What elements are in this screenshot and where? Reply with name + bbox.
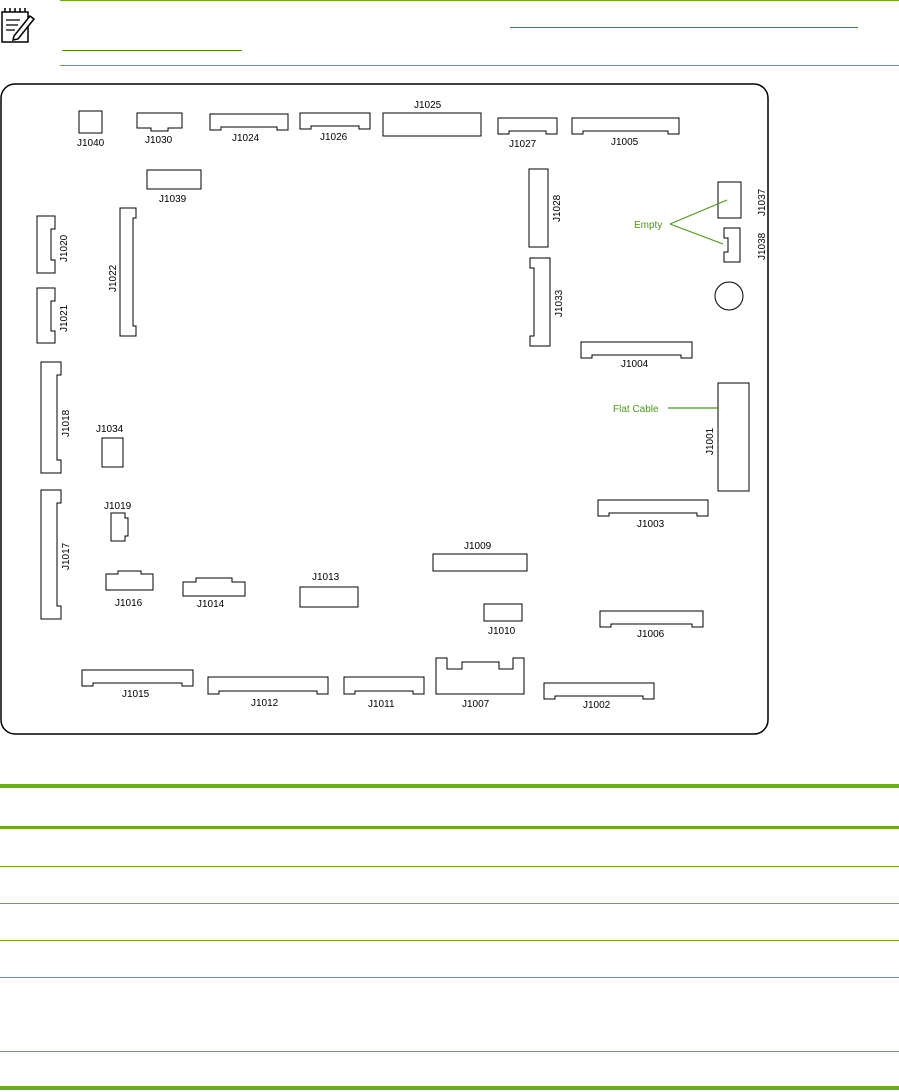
connector-J1004: [580, 341, 693, 359]
connector-J1039: [146, 169, 202, 190]
connector-J1026: [299, 112, 371, 130]
connector-J1013: [299, 586, 359, 608]
connector-J1038: [723, 227, 741, 263]
connector-J1034: [101, 437, 124, 468]
label-J1038: J1038: [757, 232, 768, 260]
note-bottom-rule: [60, 65, 899, 66]
table-row: [0, 977, 899, 978]
label-J1011: J1011: [368, 699, 395, 710]
connector-J1011: [343, 676, 425, 695]
label-J1034: J1034: [96, 424, 124, 435]
connector-J1021: [36, 287, 56, 344]
connector-J1017: [40, 489, 62, 620]
label-J1019: J1019: [104, 501, 132, 512]
label-J1020: J1020: [59, 234, 70, 262]
connector-J1022: [119, 207, 137, 337]
connector-J1009: [432, 553, 528, 572]
connector-J1033: [529, 257, 551, 347]
label-J1040: J1040: [77, 138, 105, 149]
label-J1001: J1001: [705, 427, 716, 455]
connector-J1003: [597, 499, 709, 517]
label-J1039: J1039: [159, 194, 187, 205]
label-J1015: J1015: [122, 689, 150, 700]
connector-J1037: [717, 181, 742, 219]
label-J1017: J1017: [61, 542, 72, 570]
connector-J1016: [105, 570, 154, 591]
connector-J1027: [497, 117, 558, 135]
label-J1026: J1026: [320, 132, 348, 143]
connector-J1024: [209, 113, 289, 131]
table-row: [0, 903, 899, 904]
connector-J1001: [717, 382, 750, 492]
label-J1022: J1022: [108, 264, 119, 292]
connector-J1010: [483, 603, 523, 622]
mounting-hole: [714, 281, 744, 311]
label-J1028: J1028: [552, 194, 563, 222]
connector-J1025: [382, 112, 482, 137]
connector-J1040: [78, 110, 103, 134]
empty-callout-line-upper: [669, 199, 728, 225]
label-J1030: J1030: [145, 135, 173, 146]
label-J1037: J1037: [757, 188, 768, 216]
table-row: [0, 866, 899, 867]
connector-J1012: [207, 676, 329, 695]
label-J1010: J1010: [488, 626, 516, 637]
connector-J1015: [81, 669, 194, 687]
label-J1016: J1016: [115, 598, 143, 609]
label-J1018: J1018: [61, 409, 72, 437]
note-link-underline-2[interactable]: [62, 50, 242, 51]
connector-J1018: [40, 361, 62, 474]
note-top-rule: [60, 0, 899, 1]
dc-controller-board-diagram: Empty Flat Cable J1040 J1030 J1024 J1026…: [0, 83, 769, 735]
label-J1005: J1005: [611, 137, 639, 148]
label-J1013: J1013: [312, 572, 340, 583]
table-bottom-rule: [0, 1086, 899, 1090]
note-pencil-icon: [1, 8, 36, 43]
label-J1002: J1002: [583, 700, 611, 711]
label-J1027: J1027: [509, 139, 537, 150]
note-link-underline[interactable]: [510, 27, 858, 28]
connector-J1020: [36, 215, 56, 274]
label-J1004: J1004: [621, 359, 649, 370]
label-J1021: J1021: [59, 304, 70, 332]
label-J1007: J1007: [462, 699, 490, 710]
empty-callout-label: Empty: [634, 220, 662, 231]
connector-J1007: [435, 657, 525, 695]
label-J1012: J1012: [251, 698, 279, 709]
connector-J1028: [528, 168, 549, 248]
table-header-rule: [0, 826, 899, 829]
connector-J1006: [599, 610, 704, 628]
label-J1033: J1033: [554, 289, 565, 317]
table-top-rule: [0, 784, 899, 788]
connector-J1019: [110, 512, 129, 542]
label-J1025: J1025: [414, 100, 442, 111]
label-J1009: J1009: [464, 541, 492, 552]
label-J1024: J1024: [232, 133, 260, 144]
label-J1014: J1014: [197, 599, 225, 610]
board-outline: [0, 83, 769, 735]
connector-J1014: [182, 577, 246, 597]
connector-J1005: [571, 117, 680, 135]
label-J1003: J1003: [637, 519, 665, 530]
connector-J1030: [136, 112, 183, 132]
label-J1006: J1006: [637, 629, 665, 640]
flat-cable-callout-label: Flat Cable: [613, 404, 659, 415]
table-row: [0, 940, 899, 941]
empty-callout-line-lower: [669, 223, 724, 245]
table-row: [0, 1051, 899, 1052]
connector-J1002: [543, 682, 655, 700]
